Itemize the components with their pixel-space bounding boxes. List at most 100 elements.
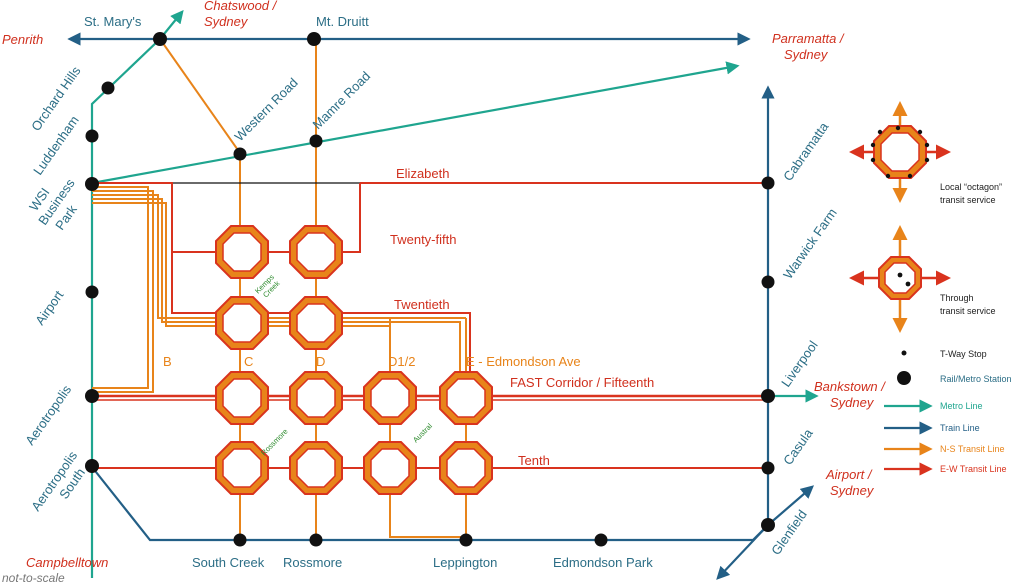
station-airport[interactable] <box>85 285 99 299</box>
legend-rail-label: Rail/Metro Station <box>940 374 1012 384</box>
octagon-hub <box>363 371 417 425</box>
label-rossmore: Rossmore <box>283 555 342 570</box>
legend-metro-label: Metro Line <box>940 401 983 411</box>
train-line-glenfield-ne <box>767 485 814 526</box>
ns-line-labels: B C D D1/2 E - Edmondson Ave <box>163 354 581 369</box>
legend-through-label-2: transit service <box>940 306 996 316</box>
label-line-d12: D1/2 <box>388 354 415 369</box>
station-casula[interactable] <box>761 461 775 475</box>
station-aerotropolis-south[interactable] <box>85 459 99 473</box>
ns-line-feeder-2 <box>92 198 461 400</box>
station-orchard-hills[interactable] <box>101 81 115 95</box>
station-mamre-road[interactable] <box>309 134 323 148</box>
label-edmondson-park: Edmondson Park <box>553 555 653 570</box>
train-lines <box>67 32 814 580</box>
label-twentieth: Twentieth <box>394 297 450 312</box>
label-line-d: D <box>316 354 325 369</box>
ew-line-labels: Elizabeth Twenty-fifth Twentieth FAST Co… <box>390 166 654 468</box>
station-glenfield[interactable] <box>761 518 775 532</box>
legend-train-label: Train Line <box>940 423 980 433</box>
destination-labels: Penrith Chatswood / Sydney Parramatta / … <box>2 0 886 570</box>
metro-lines <box>90 9 819 578</box>
dest-chatswood-2: Sydney <box>204 14 249 29</box>
label-glenfield: Glenfield <box>768 507 810 558</box>
dest-parramatta: Parramatta / <box>772 31 845 46</box>
legend-octagon-label-2: transit service <box>940 195 996 205</box>
octagon-hub <box>363 441 417 495</box>
label-line-b: B <box>163 354 172 369</box>
label-elizabeth: Elizabeth <box>396 166 449 181</box>
dest-chatswood: Chatswood / <box>204 0 278 13</box>
label-aerotropolis: Aerotropolis <box>22 382 74 448</box>
label-western-road: Western Road <box>232 75 301 144</box>
label-st-marys: St. Mary's <box>84 14 142 29</box>
label-warwick-farm: Warwick Farm <box>780 205 840 281</box>
label-mt-druitt: Mt. Druitt <box>316 14 369 29</box>
legend-ew-label: E-W Transit Line <box>940 464 1007 474</box>
octagon-hub <box>289 441 343 495</box>
dest-parramatta-2: Sydney <box>784 47 829 62</box>
octagon-hub <box>289 225 343 279</box>
legend-octagon-label-1: Local “octagon” <box>940 182 1002 192</box>
station-aerotropolis[interactable] <box>85 389 99 403</box>
octagon-hub <box>289 296 343 350</box>
legend-tway-stop-icon <box>901 350 907 356</box>
station-south-creek[interactable] <box>233 533 247 547</box>
label-line-e: E - Edmondson Ave <box>466 354 581 369</box>
dest-campbelltown: Campbelltown <box>26 555 108 570</box>
ns-line-chatswood-western <box>159 38 241 154</box>
train-line-glenfield-sw <box>716 524 769 580</box>
legend-tway-label: T-Way Stop <box>940 349 987 359</box>
octagon-hub <box>215 296 269 350</box>
label-fast-corridor: FAST Corridor / Fifteenth <box>510 375 654 390</box>
label-cabramatta: Cabramatta <box>780 119 832 184</box>
octagon-hub <box>439 371 493 425</box>
label-airport: Airport <box>32 287 66 327</box>
octagon-hub <box>439 441 493 495</box>
legend-octagon-through-icon <box>849 225 951 333</box>
metro-line-north-south <box>90 9 184 578</box>
label-twenty-fifth: Twenty-fifth <box>390 232 456 247</box>
station-st-marys[interactable] <box>153 32 167 46</box>
dest-bankstown-2: Sydney <box>830 395 875 410</box>
label-casula: Casula <box>780 425 816 467</box>
ns-line-b-2 <box>92 190 154 393</box>
dest-airport-sydney: Airport / <box>825 467 873 482</box>
stations <box>85 32 775 547</box>
label-line-c: C <box>244 354 253 369</box>
label-leppington: Leppington <box>433 555 497 570</box>
train-line-aerotropolis-south-leppington <box>91 466 769 542</box>
label-austral: Austral <box>411 421 434 444</box>
station-luddenham[interactable] <box>85 129 99 143</box>
station-western-road[interactable] <box>233 147 247 161</box>
metro-line-wsi-parramatta <box>91 61 740 185</box>
station-warwick-farm[interactable] <box>761 275 775 289</box>
station-cabramatta[interactable] <box>761 176 775 190</box>
station-wsi[interactable] <box>85 177 99 191</box>
octagon-hubs <box>215 225 493 495</box>
station-rossmore[interactable] <box>309 533 323 547</box>
station-mt-druitt[interactable] <box>307 32 321 46</box>
octagon-hub <box>215 225 269 279</box>
legend: Local “octagon” transit service Through … <box>849 101 1012 476</box>
label-rossmore-locality: Rossmore <box>259 427 290 458</box>
legend-ns-label: N-S Transit Line <box>940 444 1005 454</box>
label-south-creek: South Creek <box>192 555 265 570</box>
station-leppington[interactable] <box>459 533 473 547</box>
legend-through-label-1: Through <box>940 293 974 303</box>
ns-line-feeder-3 <box>92 202 390 327</box>
station-liverpool[interactable] <box>761 389 775 403</box>
legend-rail-station-icon <box>897 371 911 385</box>
dest-bankstown: Bankstown / <box>814 379 886 394</box>
octagon-hub <box>289 371 343 425</box>
ns-line-b-1 <box>92 186 149 389</box>
octagon-hub <box>215 371 269 425</box>
label-tenth: Tenth <box>518 453 550 468</box>
ew-transit-lines <box>92 182 768 469</box>
legend-octagon-local-icon <box>849 101 951 203</box>
station-edmondson-park[interactable] <box>594 533 608 547</box>
station-labels: St. Mary's Mt. Druitt Orchard Hills Ludd… <box>22 14 840 570</box>
dest-penrith: Penrith <box>2 32 43 47</box>
